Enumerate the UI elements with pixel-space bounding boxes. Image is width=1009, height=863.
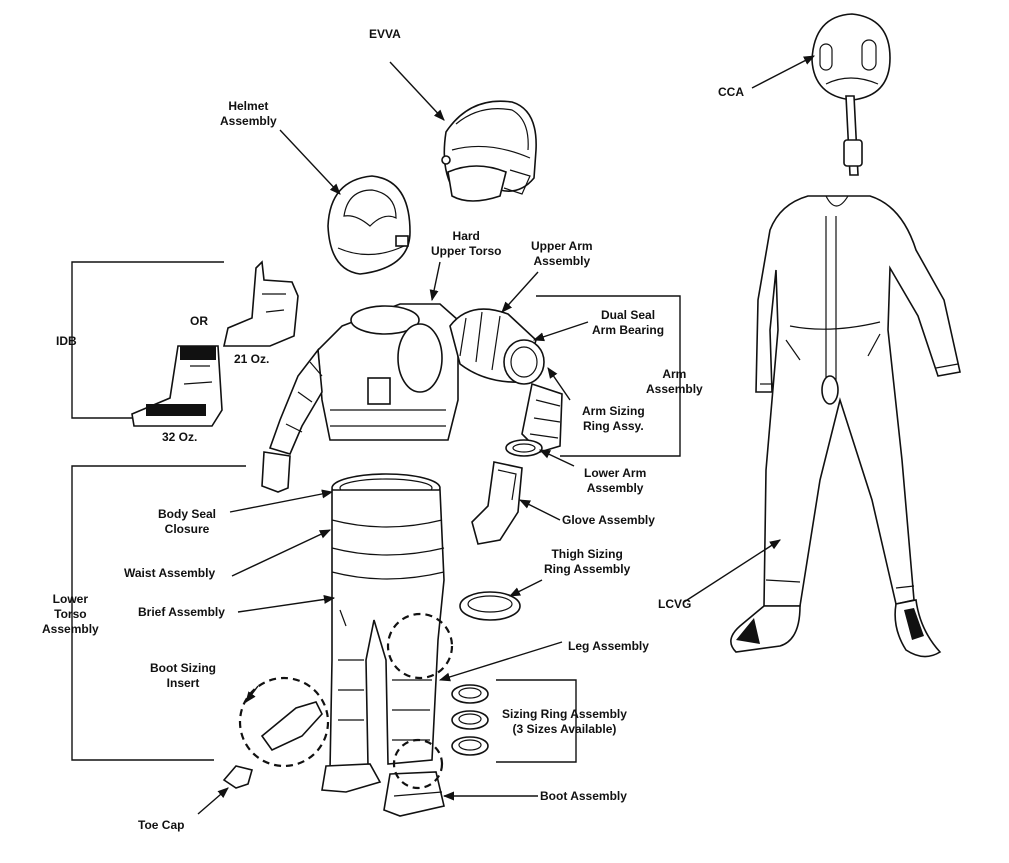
sizing-rings-drawing bbox=[451, 591, 521, 756]
label-upper-arm-assembly: Upper Arm Assembly bbox=[531, 239, 593, 268]
label-helmet-assembly: Helmet Assembly bbox=[220, 99, 277, 128]
label-body-seal-closure: Body Seal Closure bbox=[158, 507, 217, 536]
label-dual-seal-arm-bearing: Dual Seal Arm Bearing bbox=[592, 308, 665, 337]
label-brief-assembly: Brief Assembly bbox=[138, 605, 225, 619]
evva-drawing bbox=[441, 100, 537, 202]
label-thigh-sizing-ring: Thigh Sizing Ring Assembly bbox=[544, 547, 631, 576]
label-lower-torso-assembly: Lower Torso Assembly bbox=[42, 592, 99, 636]
label-32-oz: 32 Oz. bbox=[162, 430, 198, 444]
label-glove-assembly: Glove Assembly bbox=[562, 513, 655, 527]
label-21-oz: 21 Oz. bbox=[234, 352, 270, 366]
hut-drawing bbox=[261, 303, 459, 493]
label-toe-cap: Toe Cap bbox=[138, 818, 185, 832]
label-evva: EVVA bbox=[369, 27, 401, 41]
label-idb: IDB bbox=[56, 334, 77, 348]
idb-drawing bbox=[71, 260, 299, 427]
label-sizing-ring-assembly: Sizing Ring Assembly (3 Sizes Available) bbox=[502, 707, 627, 736]
label-leg-assembly: Leg Assembly bbox=[568, 639, 649, 653]
label-boot-sizing-insert: Boot Sizing Insert bbox=[150, 661, 216, 690]
lower-torso-drawing bbox=[222, 473, 454, 817]
brackets bbox=[71, 295, 681, 763]
label-lower-arm-assembly: Lower Arm Assembly bbox=[584, 466, 647, 495]
arm-drawing bbox=[449, 308, 563, 545]
helmet-drawing bbox=[327, 175, 411, 275]
label-lcvg: LCVG bbox=[658, 597, 692, 611]
label-boot-assembly: Boot Assembly bbox=[540, 789, 627, 803]
leader-lines bbox=[197, 55, 815, 815]
label-arm-assembly: Arm Assembly bbox=[646, 367, 703, 396]
label-waist-assembly: Waist Assembly bbox=[124, 566, 216, 580]
lcvg-drawing bbox=[730, 195, 961, 658]
label-arm-sizing-ring: Arm Sizing Ring Assy. bbox=[582, 404, 645, 433]
label-hard-upper-torso: Hard Upper Torso bbox=[431, 229, 502, 258]
label-cca: CCA bbox=[718, 85, 744, 99]
cca-drawing bbox=[811, 13, 891, 176]
label-or: OR bbox=[190, 314, 208, 328]
